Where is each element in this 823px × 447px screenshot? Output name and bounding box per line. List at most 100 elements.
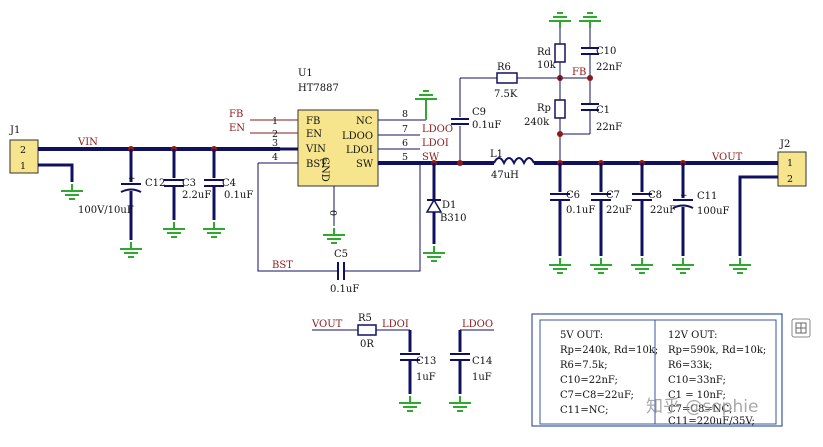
- ground-icon: [589, 257, 613, 274]
- cap-c9: C9 0.1uF: [451, 78, 501, 163]
- table-12v-line-2: R6=33k;: [668, 360, 712, 371]
- r5-value: 0R: [360, 339, 374, 350]
- net-vin: VIN: [77, 137, 98, 148]
- wire-j1-gnd: [38, 163, 74, 182]
- c1-value: 22nF: [596, 122, 622, 133]
- c3-ref: C3: [182, 178, 196, 189]
- ground-icon: [398, 395, 422, 412]
- c5-value: 0.1uF: [330, 284, 359, 295]
- wire-bst-sw: [352, 163, 421, 272]
- table-5v-line-0: 5V OUT:: [560, 330, 603, 341]
- svg-text:+: +: [128, 174, 136, 184]
- table-5v-line-1: Rp=240k, Rd=10k;: [560, 345, 658, 356]
- j2-ref: J2: [779, 139, 790, 150]
- u1-pin5-name: SW: [356, 159, 374, 170]
- u1-pin7-num: 7: [402, 124, 408, 135]
- c8-ref: C8: [648, 190, 662, 201]
- c8-value: 22uF: [650, 205, 676, 216]
- u1-body: [297, 109, 379, 187]
- bottom-net-ldoi: LDOI: [382, 319, 409, 330]
- u1-gnd-name: GND: [319, 157, 330, 182]
- table-12v-line-3: C10=33nF;: [668, 375, 726, 386]
- u1-pin3-name: VIN: [305, 144, 326, 155]
- table-5v-line-3: C10=22nF;: [560, 375, 618, 386]
- c12-ref: C12: [145, 178, 165, 189]
- cap-c4: C4 0.1uF: [204, 149, 253, 220]
- u1-pin2-name: EN: [306, 129, 322, 140]
- ground-icon: [548, 257, 572, 274]
- u1-part: HT7887: [298, 83, 339, 94]
- c1-ref: C1: [596, 105, 610, 116]
- c9-value: 0.1uF: [472, 120, 501, 131]
- c14-value: 1uF: [472, 372, 492, 383]
- ground-icon: [414, 90, 438, 107]
- net-ldoi: LDOI: [422, 138, 449, 149]
- u1-pin5-num: 5: [402, 152, 408, 163]
- ground-icon: [422, 245, 446, 262]
- cap-c7: C7 22uF: [591, 160, 632, 256]
- grid-icon[interactable]: [791, 318, 811, 338]
- u1-pin8-num: 8: [402, 109, 408, 120]
- cap-c5: C5 0.1uF: [330, 249, 359, 295]
- u1-gnd-num: 0: [327, 210, 338, 216]
- c11-value: 100uF: [697, 206, 730, 217]
- table-5v-line-5: C11=NC;: [560, 405, 609, 416]
- u1-ref: U1: [298, 68, 313, 79]
- rd-value: 10k: [537, 60, 557, 71]
- j2-pin-bottom: 2: [787, 174, 793, 185]
- ground-icon: [671, 257, 695, 274]
- cap-c10: C10 22nF: [581, 28, 622, 78]
- resistor-rp: Rp 240k: [524, 78, 566, 163]
- c10-ref: C10: [596, 46, 616, 57]
- u1-pin7-name: LDOO: [342, 131, 373, 142]
- c9-ref: C9: [472, 107, 486, 118]
- connector-j1: J1 2 1: [9, 125, 39, 174]
- c6-value: 0.1uF: [566, 205, 595, 216]
- c7-value: 22uF: [606, 205, 632, 216]
- u1-pin4-name: BST: [306, 159, 327, 170]
- ground-icon: [630, 257, 654, 274]
- connector-j2: J2 1 2: [777, 139, 807, 187]
- j1-pin-top: 2: [20, 145, 26, 156]
- svg-text:+: +: [680, 191, 688, 201]
- table-12v-line-5: C7=C8=NC;: [668, 404, 733, 415]
- c3-value: 2.2uF: [182, 190, 211, 201]
- c13-ref: C13: [416, 356, 436, 367]
- cap-c8: C8 22uF: [632, 160, 676, 256]
- rp-ref: Rp: [537, 103, 551, 114]
- ground-icon: [548, 12, 572, 29]
- junction: [457, 160, 463, 166]
- ground-icon: [60, 183, 84, 200]
- ground-icon: [728, 257, 752, 274]
- net-ldoo: LDOO: [422, 124, 453, 135]
- u1-pin6-num: 6: [402, 138, 408, 149]
- bottom-net-vout: VOUT: [311, 319, 343, 330]
- l1-ref: L1: [490, 149, 503, 160]
- table-12v-line-6: C11=220uF/35V;: [668, 416, 755, 427]
- table-12v-line-0: 12V OUT:: [668, 330, 717, 341]
- resistor-r6: R6 7.5K: [494, 62, 518, 100]
- net-en: EN: [229, 123, 245, 134]
- u1-pin2-num: 2: [272, 129, 278, 140]
- j1-pin-bottom: 1: [20, 161, 26, 172]
- c13-value: 1uF: [416, 372, 436, 383]
- diode-d1: D1 B310: [425, 163, 466, 244]
- c12-value: 100V/10uF: [78, 205, 134, 216]
- ground-icon: [448, 395, 472, 412]
- resistor-r5: R5 0R: [357, 313, 377, 350]
- cap-c11: + C11 100uF: [672, 160, 730, 256]
- table-5v-line-2: R6=7.5k;: [560, 360, 608, 371]
- c4-ref: C4: [222, 178, 236, 189]
- config-table: 5V OUT: Rp=240k, Rd=10k; R6=7.5k; C10=22…: [531, 313, 783, 427]
- rd-ref: Rd: [537, 47, 552, 58]
- c14-ref: C14: [472, 356, 492, 367]
- wire-j2-gnd: [738, 175, 778, 256]
- net-fb: FB: [229, 109, 243, 120]
- rp-value: 240k: [524, 117, 550, 128]
- cap-c14: C14 1uF: [450, 330, 492, 394]
- cap-c3: C3 2.2uF: [164, 149, 211, 220]
- c6-ref: C6: [566, 190, 580, 201]
- c7-ref: C7: [606, 190, 620, 201]
